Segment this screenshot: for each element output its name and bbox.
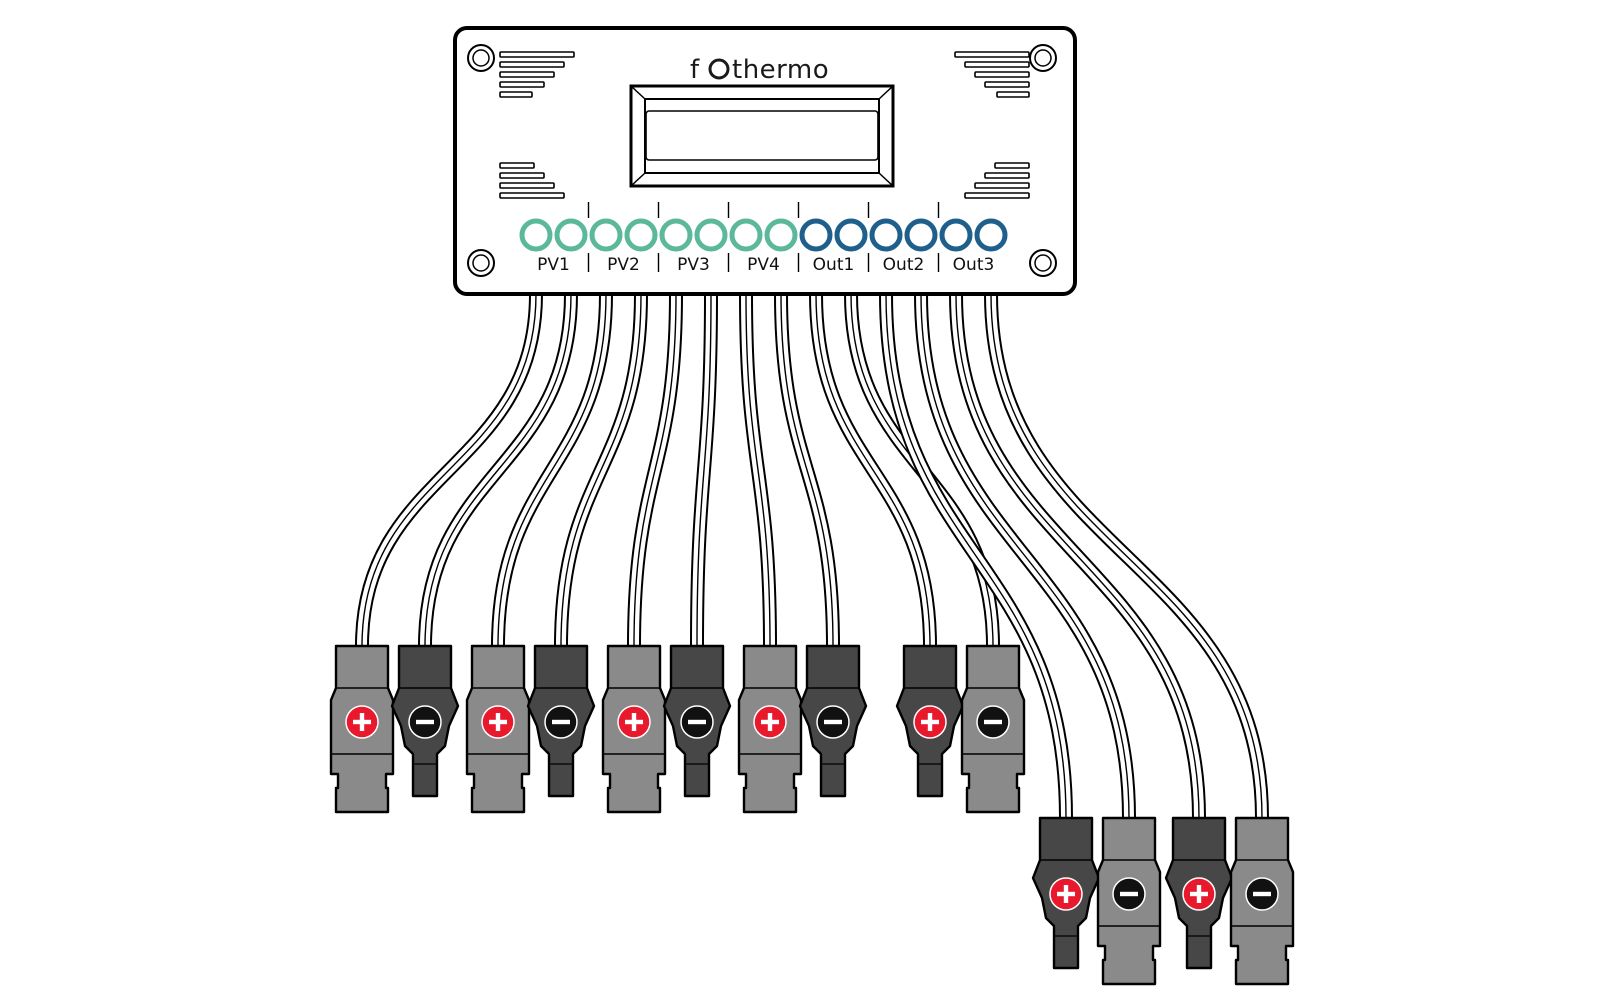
- port-labels: PV1 PV2 PV3 PV4 Out1 Out2 Out3: [537, 255, 994, 275]
- cable-core: [990, 293, 1263, 819]
- vent-slot: [499, 182, 555, 189]
- connector-pv4-negative: [798, 644, 868, 798]
- screw-top-left: [467, 44, 495, 72]
- vent-slot: [974, 71, 1030, 78]
- vent-slot: [984, 172, 1030, 179]
- port-label-pv4: PV4: [747, 255, 780, 275]
- vent-slot: [994, 162, 1030, 169]
- lcd-display: [629, 84, 895, 188]
- cable-core: [955, 293, 1200, 819]
- port-label-pv2: PV2: [607, 255, 640, 275]
- connector-out1-positive: [895, 644, 965, 798]
- cable-core: [920, 293, 1130, 819]
- port-terminal-pv3: [694, 218, 728, 252]
- connector-out2-positive: [1031, 816, 1101, 970]
- brand-prefix: f: [690, 55, 700, 85]
- connector-out3-negative: [1229, 816, 1295, 986]
- port-label-out1: Out1: [813, 255, 855, 275]
- connector-pv3-positive: [601, 644, 667, 814]
- screw-bottom-right: [1029, 249, 1057, 277]
- vent-slot: [499, 61, 565, 68]
- cable-core: [745, 293, 771, 647]
- port-terminal-out3: [939, 218, 973, 252]
- vent-slot: [954, 51, 1030, 58]
- port-terminal-pv3: [659, 218, 693, 252]
- port-terminal-pv2: [589, 218, 623, 252]
- cable-core: [696, 293, 712, 647]
- port-rings: [519, 218, 1008, 252]
- cable-core: [780, 293, 834, 647]
- vent-slot: [996, 91, 1030, 98]
- port-label-pv1: PV1: [537, 255, 570, 275]
- connector-pv1-positive: [329, 644, 395, 814]
- connector-pv4-positive: [737, 644, 803, 814]
- port-label-out2: Out2: [883, 255, 925, 275]
- vent-slot: [964, 192, 1030, 199]
- port-terminal-out1: [834, 218, 868, 252]
- vent-slot: [499, 81, 545, 88]
- vent-slot: [499, 51, 575, 58]
- port-label-out3: Out3: [953, 255, 995, 275]
- cables: [355, 293, 1269, 819]
- connector-out3-positive: [1164, 816, 1234, 970]
- vent-slot: [499, 172, 545, 179]
- brand-o-icon: [708, 58, 730, 80]
- controller-box: f thermo PV1 PV2 PV3 PV4 Out1 Out2 Out3: [453, 26, 1077, 296]
- port-dividers: [587, 202, 940, 272]
- vent-slot: [964, 61, 1030, 68]
- connectors: [329, 644, 1295, 986]
- vent-slot: [499, 91, 533, 98]
- cable-core: [815, 293, 931, 647]
- port-terminal-pv1: [554, 218, 588, 252]
- vent-slot: [499, 192, 565, 199]
- brand-suffix: thermo: [732, 55, 829, 85]
- cable-core: [497, 293, 607, 647]
- screw-bottom-left: [467, 249, 495, 277]
- vent-slot: [499, 71, 555, 78]
- connector-pv1-negative: [390, 644, 460, 798]
- connector-pv2-positive: [465, 644, 531, 814]
- port-terminal-out1: [799, 218, 833, 252]
- vent-slot: [984, 81, 1030, 88]
- screw-top-right: [1029, 44, 1057, 72]
- port-terminal-out3: [974, 218, 1008, 252]
- connector-pv3-negative: [662, 644, 732, 798]
- port-terminal-pv1: [519, 218, 553, 252]
- brand-logo: f thermo: [690, 55, 829, 85]
- port-terminal-pv4: [764, 218, 798, 252]
- vent-slots: [499, 51, 1030, 199]
- cable-core: [424, 293, 572, 647]
- cable-core: [361, 293, 537, 647]
- port-terminal-out2: [904, 218, 938, 252]
- port-label-pv3: PV3: [677, 255, 710, 275]
- cable-core: [885, 293, 1067, 819]
- cable-core: [633, 293, 677, 647]
- connector-pv2-negative: [526, 644, 596, 798]
- port-terminal-pv4: [729, 218, 763, 252]
- lcd-screen: [645, 110, 879, 161]
- port-terminal-pv2: [624, 218, 658, 252]
- vent-slot: [499, 162, 535, 169]
- cable-core: [560, 293, 642, 647]
- port-terminal-out2: [869, 218, 903, 252]
- connector-out2-negative: [1096, 816, 1162, 986]
- connector-out1-negative: [960, 644, 1026, 814]
- vent-slot: [974, 182, 1030, 189]
